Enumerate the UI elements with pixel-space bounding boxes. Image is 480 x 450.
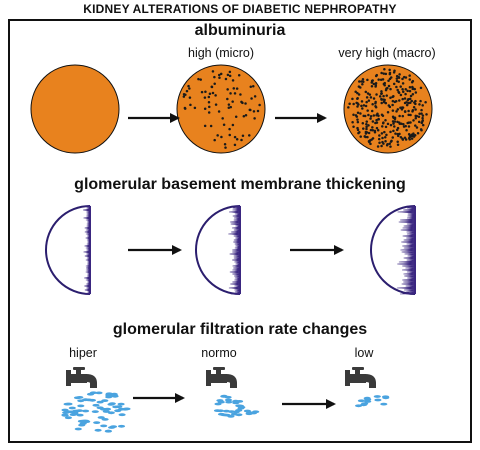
albuminuria-label-micro: high (micro) [188,46,254,60]
gfr-label-hiper: hiper [69,346,97,360]
water-drops-normo [213,394,260,418]
albuminuria-label-macro: very high (macro) [338,46,436,60]
gfr-label-low: low [354,346,374,360]
figure-frame [8,19,472,443]
faucet-icon [345,367,376,388]
gbm-half-circle-2 [195,205,241,295]
gbm-half-circle-1 [45,205,91,295]
albuminuria-heading: albuminuria [194,22,286,39]
faucet-icon [66,367,97,388]
albuminuria-circle-2 [176,64,266,154]
figure-title: KIDNEY ALTERATIONS OF DIABETIC NEPHROPAT… [83,2,397,16]
gfr-label-normo: normo [201,346,237,360]
gbm-heading: glomerular basement membrane thickening [74,176,406,193]
albuminuria-circle-3 [343,64,433,154]
albuminuria-dots-2 [182,70,261,149]
gbm-membrane-3 [396,205,416,295]
albuminuria-circle-1 [30,64,120,154]
faucet-icon [206,367,237,388]
water-drops-low [355,395,390,408]
water-drops-hiper [61,391,131,433]
gfr-heading: glomerular filtration rate changes [112,321,368,338]
albuminuria-dots-3 [347,67,428,148]
